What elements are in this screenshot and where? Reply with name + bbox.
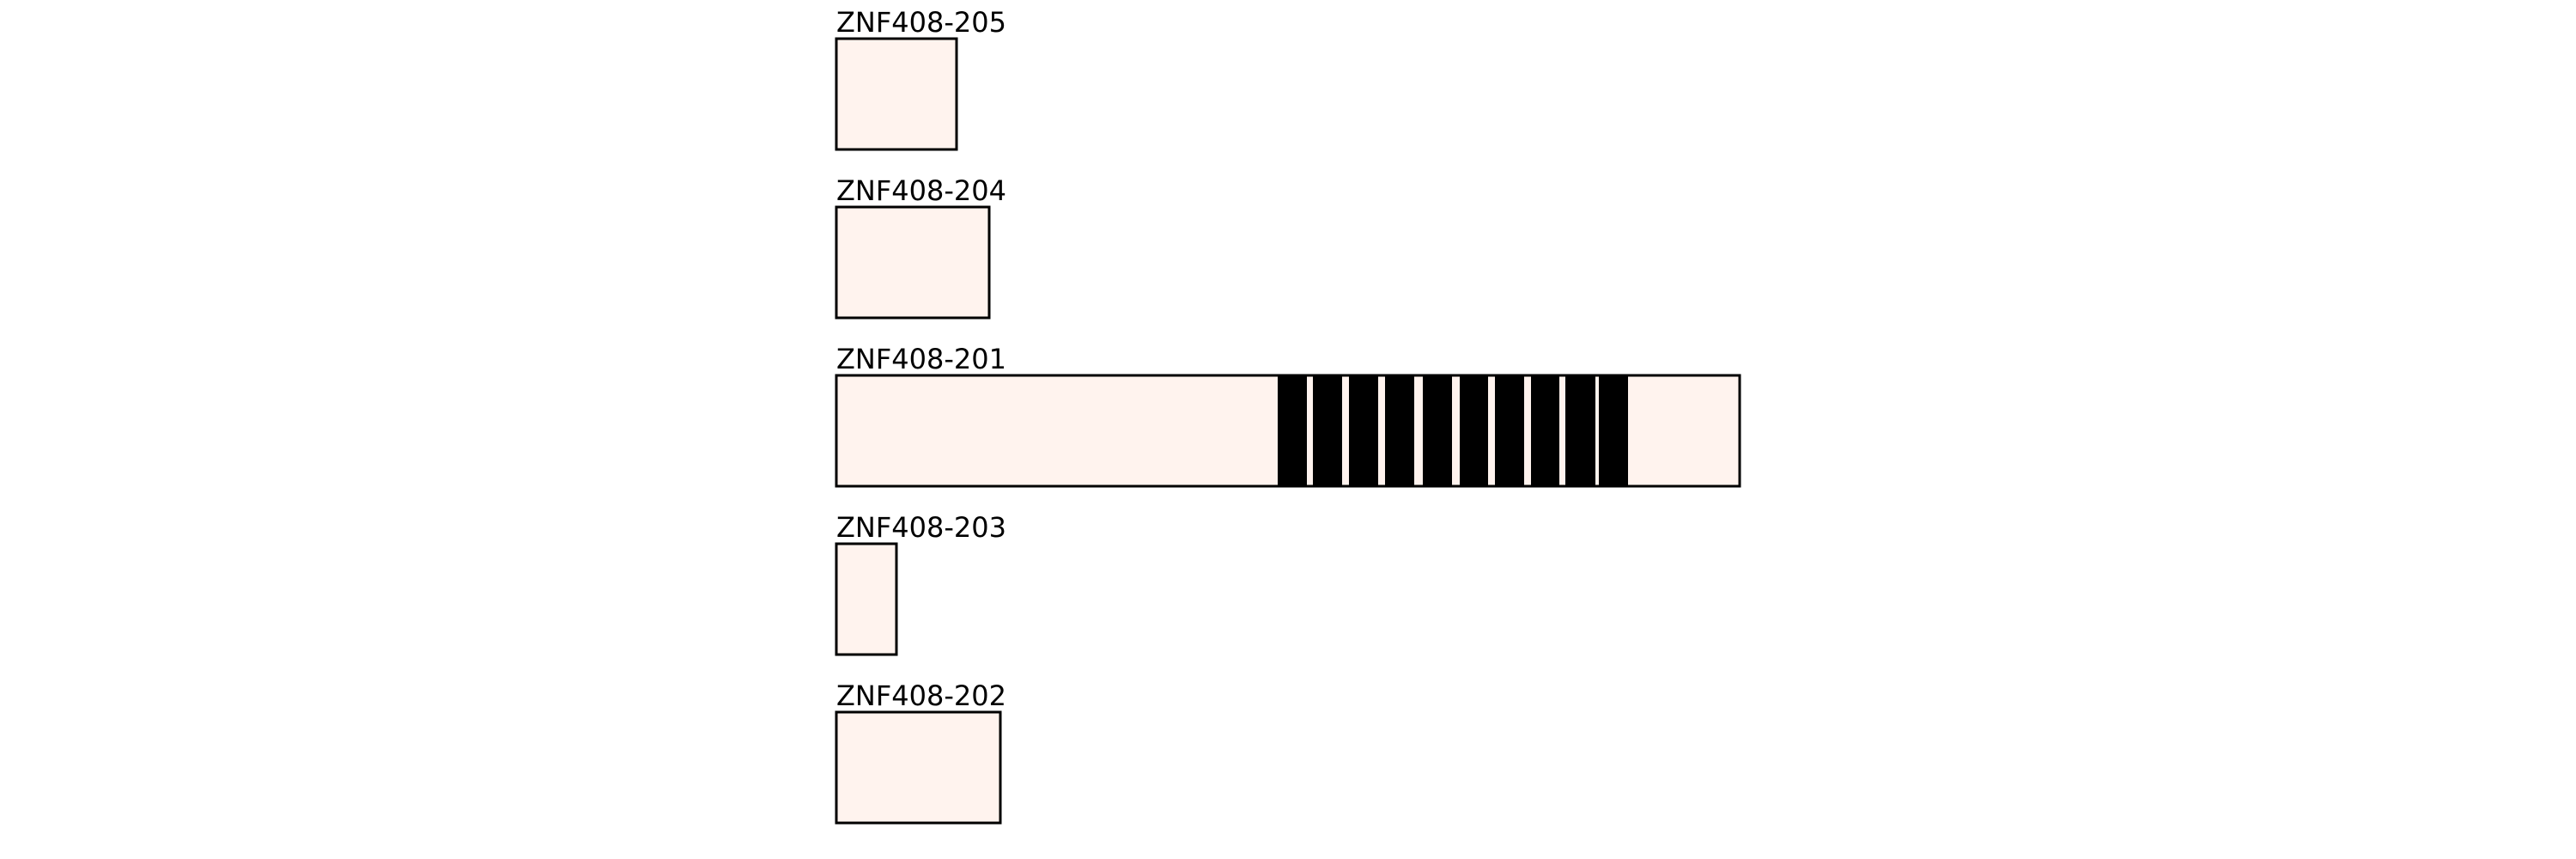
domain-feature xyxy=(1313,375,1342,486)
transcript-znf408-202: ZNF408-202 xyxy=(835,679,1006,825)
domain-feature xyxy=(1278,375,1307,486)
transcript-znf408-203: ZNF408-203 xyxy=(835,511,1006,656)
domain-feature xyxy=(1531,375,1559,486)
domain-feature xyxy=(1565,375,1595,486)
transcript-label: ZNF408-201 xyxy=(836,343,1006,375)
transcript-label: ZNF408-205 xyxy=(836,6,1006,39)
transcript-znf408-204: ZNF408-204 xyxy=(835,174,1006,320)
transcript-box xyxy=(835,37,958,151)
domain-feature xyxy=(1495,375,1524,486)
transcript-znf408-201: ZNF408-201 xyxy=(835,343,1741,488)
transcript-label: ZNF408-202 xyxy=(836,679,1006,712)
transcript-box xyxy=(835,205,991,320)
transcript-label: ZNF408-204 xyxy=(836,174,1006,207)
transcript-box xyxy=(835,542,898,656)
domain-feature xyxy=(1460,375,1488,486)
domain-feature xyxy=(1423,375,1452,486)
domain-feature xyxy=(1385,375,1414,486)
transcript-box xyxy=(835,710,1002,825)
transcript-znf408-205: ZNF408-205 xyxy=(835,6,1006,151)
transcript-label: ZNF408-203 xyxy=(836,511,1006,544)
domain-feature xyxy=(1349,375,1378,486)
domain-feature xyxy=(1599,375,1628,486)
